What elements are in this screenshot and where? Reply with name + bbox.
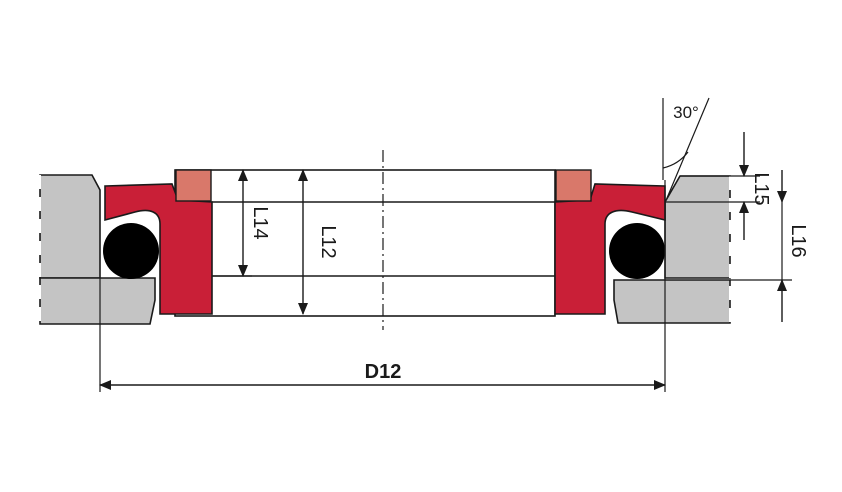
guide-ring-right [555, 169, 592, 202]
guide-ring-left [175, 169, 212, 202]
angle-label: 30° [673, 103, 699, 122]
seal-right-red [554, 183, 666, 315]
angle-chamfer-line [666, 97, 710, 199]
housing-right-lower [613, 279, 731, 324]
seal-left-red [104, 183, 213, 315]
l12-label: L12 [317, 225, 339, 258]
housing-right-upper [664, 175, 731, 279]
l14-label: L14 [249, 206, 271, 239]
angle-arc [662, 151, 689, 169]
l16-label: L16 [787, 224, 809, 257]
housing-left-upper [39, 174, 101, 279]
o-ring-right [609, 223, 665, 279]
l15-label: L15 [750, 172, 772, 205]
o-ring-left [103, 223, 159, 279]
rod-outline [174, 169, 556, 317]
housing-left-lower [39, 277, 156, 325]
d12-label: D12 [365, 361, 402, 383]
